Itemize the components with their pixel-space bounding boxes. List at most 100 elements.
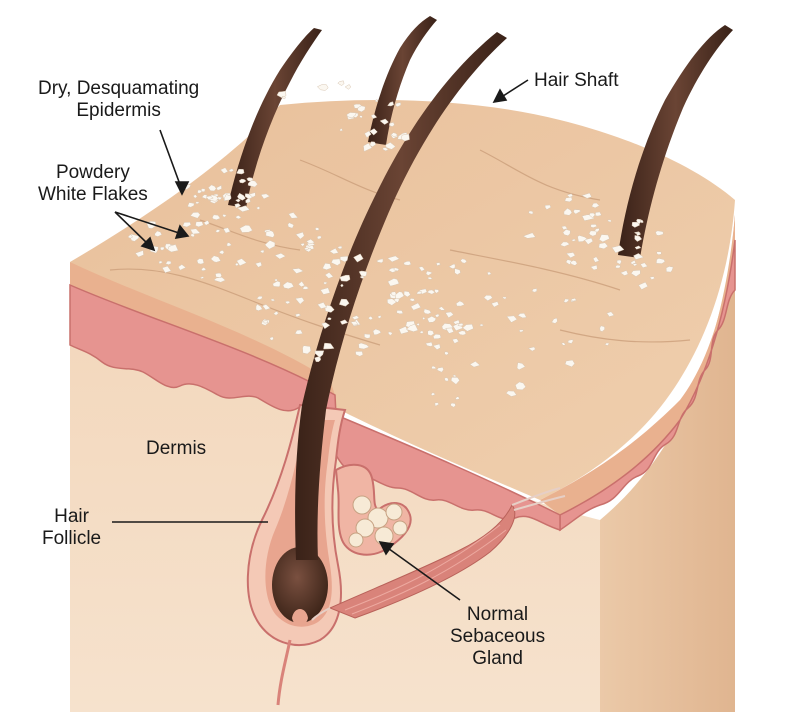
flake <box>391 132 398 137</box>
arrector-pili-striations <box>344 524 507 615</box>
flake <box>369 128 378 136</box>
flake <box>559 241 571 247</box>
flake <box>479 323 484 327</box>
flake <box>236 258 247 267</box>
flake <box>387 278 400 287</box>
flake <box>322 263 332 271</box>
flake <box>606 311 615 317</box>
flake <box>246 177 254 182</box>
flake <box>619 270 629 276</box>
flake <box>570 298 577 302</box>
flake <box>353 253 364 263</box>
flake <box>502 296 507 300</box>
flake <box>355 351 364 357</box>
flake <box>359 115 363 119</box>
flake <box>330 258 341 266</box>
flake <box>409 298 416 302</box>
flake <box>329 247 339 255</box>
label-flakes-line2: White Flakes <box>38 184 148 205</box>
hair-bulb <box>272 547 328 623</box>
flake <box>294 297 305 305</box>
flake <box>423 308 432 315</box>
flake <box>633 253 645 260</box>
flake <box>389 122 395 127</box>
label-epidermis-line2: Epidermis <box>76 100 161 121</box>
flake <box>367 315 374 321</box>
flake <box>197 189 202 194</box>
flake <box>340 283 344 288</box>
flake <box>591 202 600 209</box>
flake <box>598 242 609 250</box>
flake <box>213 277 226 283</box>
flake <box>418 266 426 272</box>
flake <box>419 330 424 334</box>
flake <box>581 192 592 199</box>
flake <box>434 313 440 318</box>
label-dermis: Dermis <box>146 438 207 459</box>
flake <box>434 402 440 407</box>
flake <box>215 184 222 191</box>
hair-shaft-main <box>295 32 507 560</box>
flake <box>454 268 461 275</box>
flake <box>134 250 144 258</box>
leader-gland <box>384 545 461 601</box>
flake <box>379 118 389 125</box>
flake <box>212 214 221 221</box>
flake <box>303 246 310 251</box>
flake <box>323 281 328 285</box>
leader-flakes-lower <box>114 211 151 247</box>
flake <box>302 345 312 355</box>
flake <box>590 264 598 271</box>
flake <box>189 212 201 219</box>
flake <box>457 323 464 327</box>
flake <box>490 301 500 308</box>
arrowhead-flakes-lower <box>140 236 156 252</box>
flake <box>387 255 400 263</box>
arrector-pili-tendons <box>311 487 566 621</box>
epidermis-layer-front <box>70 262 335 395</box>
flake <box>451 338 460 344</box>
flake <box>457 330 467 336</box>
flake <box>611 245 625 254</box>
flake <box>616 259 622 265</box>
flake <box>599 325 605 332</box>
flake <box>223 194 232 202</box>
flake <box>287 222 295 229</box>
flake <box>236 168 245 175</box>
flake <box>665 266 674 273</box>
flake <box>270 298 276 302</box>
flake <box>215 229 220 233</box>
flake <box>374 99 379 103</box>
flake <box>190 233 195 238</box>
flake <box>656 251 662 255</box>
flake <box>167 244 179 253</box>
flake <box>567 339 574 344</box>
flake <box>431 365 437 370</box>
flake <box>295 313 302 318</box>
flake <box>405 323 419 332</box>
flake <box>438 306 446 311</box>
flake <box>452 319 460 325</box>
flake <box>444 377 449 382</box>
flake <box>563 298 570 303</box>
flake <box>450 402 456 408</box>
flake <box>486 271 492 276</box>
flake <box>444 351 449 356</box>
flake <box>199 276 205 279</box>
flake <box>254 261 263 268</box>
flake <box>403 260 412 266</box>
flake <box>564 359 576 368</box>
flake <box>563 207 573 216</box>
flake <box>517 313 527 319</box>
flake <box>338 298 350 307</box>
flake <box>569 260 578 266</box>
dermal-papillae-band-front <box>69 283 337 417</box>
flake <box>222 213 227 218</box>
flake <box>195 201 200 204</box>
flake <box>190 228 201 235</box>
flake <box>187 202 195 208</box>
flake <box>165 260 172 265</box>
flake <box>564 196 573 203</box>
flake <box>434 289 440 294</box>
flake <box>207 184 217 192</box>
